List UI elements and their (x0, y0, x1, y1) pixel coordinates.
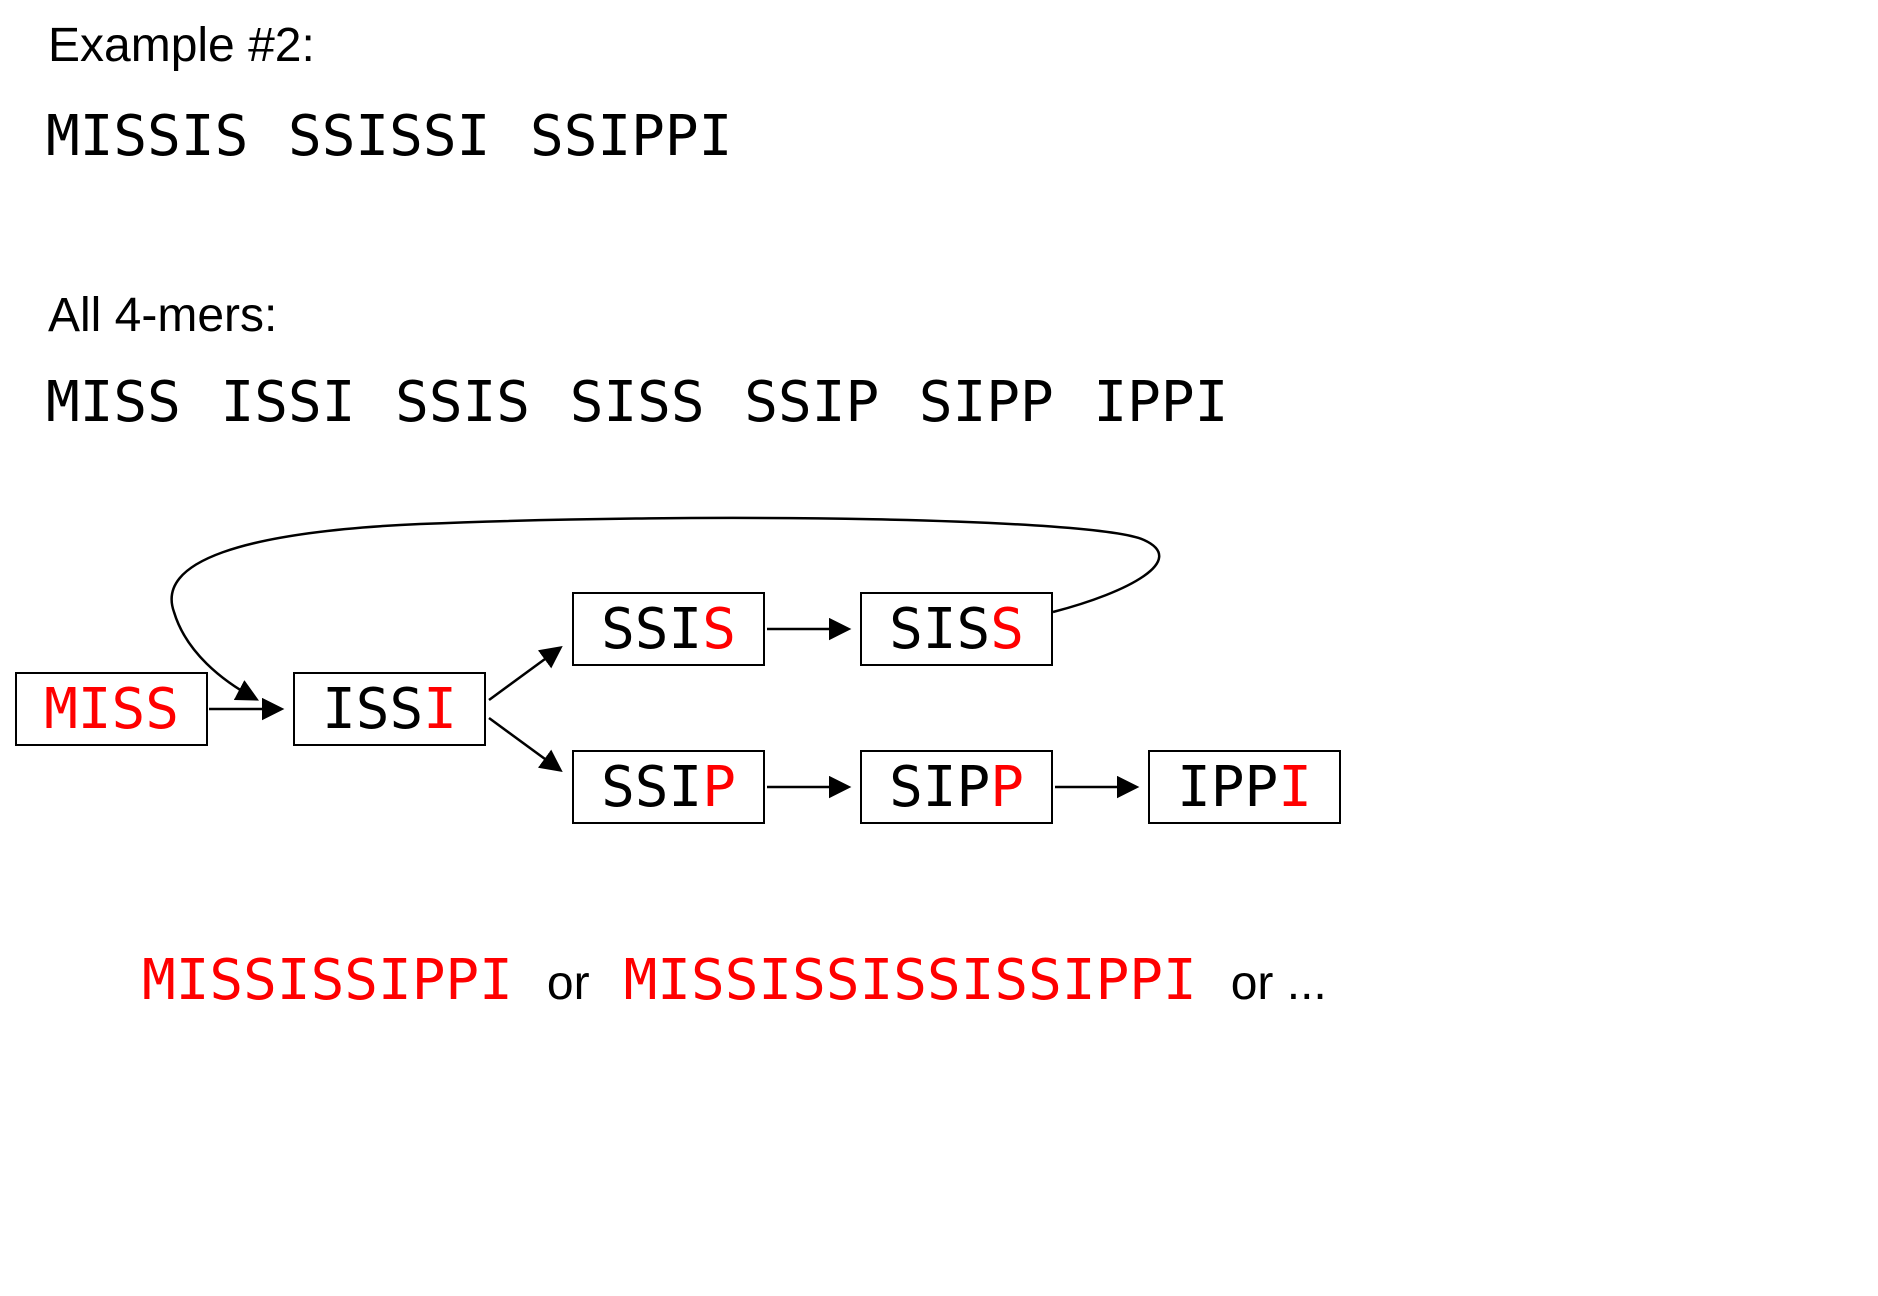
kmer-node-label-red: I (1278, 754, 1312, 820)
edge-siss-issi-loop (170, 516, 1161, 701)
or-separator-1: or (546, 957, 590, 1010)
example-heading: Example #2: (48, 19, 315, 72)
edge-issi-ssis (488, 646, 563, 702)
kmer-node-label-black: IPP (1177, 754, 1279, 820)
kmer-node-label-black: ISS (322, 676, 424, 742)
kmers-heading: All 4-mers: (48, 289, 278, 342)
kmer-node-label-black: SIP (889, 754, 991, 820)
reads-line: MISSIS SSISSI SSIPPI (46, 104, 733, 169)
kmer-node-miss: MISS (15, 672, 208, 746)
kmer-node-label-red: MISS (44, 676, 179, 742)
kmer-node-label-black: SIS (889, 596, 991, 662)
assembly-result-line: MISSISSIPPI or MISSISSISSISSIPPI or ... (142, 948, 1327, 1013)
assembly-string-1: MISSISSIPPI (142, 948, 513, 1013)
kmer-node-label-black: SSI (601, 596, 703, 662)
kmer-node-label-red: P (990, 754, 1024, 820)
kmers-line: MISS ISSI SSIS SISS SSIP SIPP IPPI (46, 370, 1229, 435)
kmer-node-label-red: I (423, 676, 457, 742)
kmer-node-label-red: P (702, 754, 736, 820)
assembly-string-2: MISSISSISSISSIPPI (623, 948, 1197, 1013)
edge-issi-ssip (488, 716, 563, 772)
or-separator-2: or ... (1230, 957, 1327, 1010)
kmer-node-label-black: SSI (601, 754, 703, 820)
kmer-node-label-red: S (702, 596, 736, 662)
kmer-node-label-red: S (990, 596, 1024, 662)
